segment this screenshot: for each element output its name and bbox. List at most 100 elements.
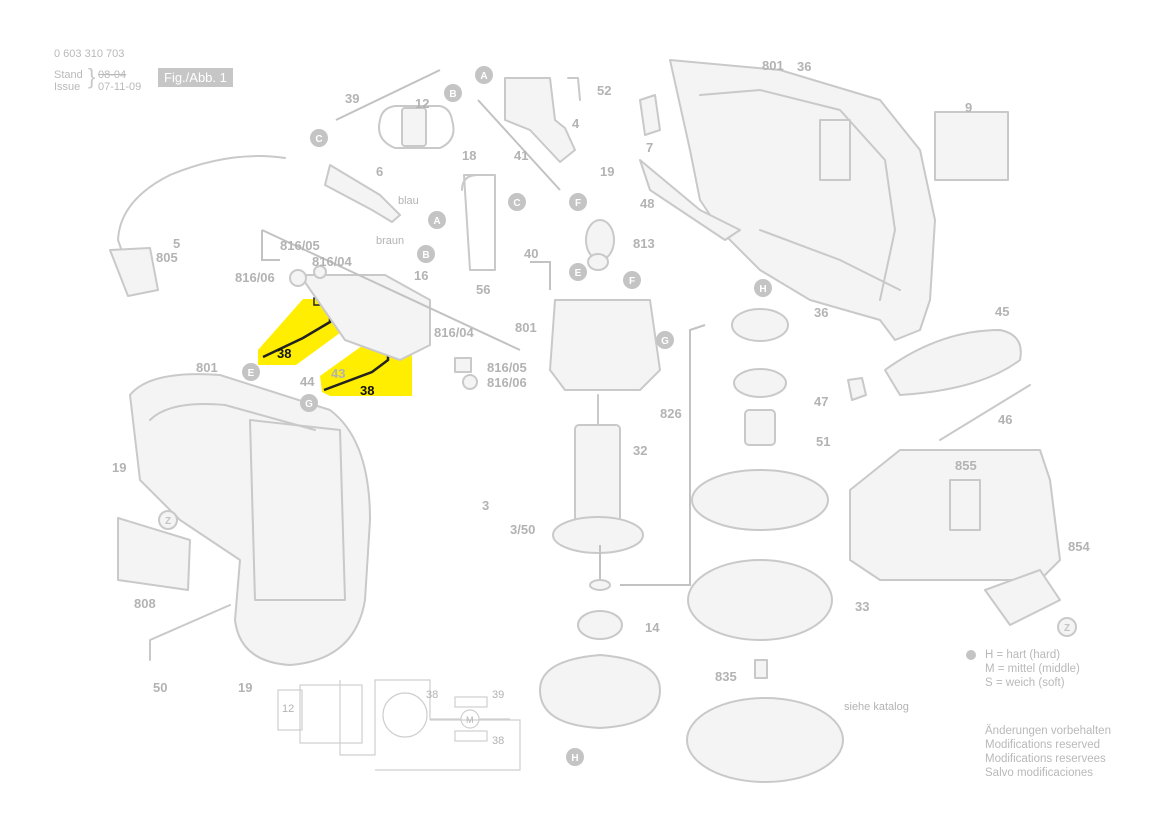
callout-9: 9	[965, 100, 972, 115]
callout-51: 51	[816, 434, 830, 449]
housing-801-right	[669, 59, 936, 341]
schematic-resistor-38b	[454, 730, 488, 742]
callout-33: 33	[855, 599, 869, 614]
callout-816-04b: 816/04	[434, 325, 475, 340]
wire-label-braun: braun	[376, 235, 404, 247]
callout-41: 41	[514, 148, 528, 163]
armature-3	[574, 424, 621, 526]
callout-816-05b: 816/05	[487, 360, 527, 375]
housing-801-left-panel	[249, 419, 346, 601]
part-number: 0 603 310 703	[54, 48, 125, 60]
callout-16: 16	[414, 268, 428, 283]
callout-47: 47	[814, 394, 828, 409]
marker-G-2: G	[300, 394, 318, 412]
callout-52: 52	[597, 83, 611, 98]
marker-Z-2: Z	[1057, 617, 1077, 637]
svg-text:F: F	[575, 198, 581, 209]
plug-805	[109, 247, 159, 297]
svg-text:B: B	[422, 250, 429, 261]
svg-text:C: C	[315, 134, 322, 145]
svg-text:A: A	[480, 71, 487, 82]
callout-816-06b: 816/06	[487, 375, 527, 390]
dust-adapter-Z	[984, 569, 1061, 626]
wire-label-blau: blau	[398, 195, 419, 207]
stand-date: 08-04	[98, 69, 127, 81]
eccentric-826	[744, 409, 776, 446]
washer	[589, 579, 611, 591]
callout-816-04a: 816/04	[312, 254, 353, 269]
callout-siehe-katalog: siehe katalog	[844, 701, 909, 713]
svg-text:A: A	[433, 216, 440, 227]
callout-805: 805	[156, 250, 178, 265]
seal-51	[691, 469, 829, 531]
label-9	[934, 111, 1009, 181]
svg-text:E: E	[575, 268, 582, 279]
callout-36-mid: 36	[814, 305, 828, 320]
part-816-06b	[462, 374, 478, 390]
svg-text:G: G	[305, 399, 313, 410]
callout-801-top: 801	[762, 58, 784, 73]
switch-16	[299, 274, 431, 361]
marker-C-1: C	[310, 129, 328, 147]
callout-48: 48	[640, 196, 654, 211]
marker-Z-1: Z	[158, 510, 178, 530]
schematic-cap	[382, 692, 428, 738]
figure-badge: Fig./Abb. 1	[158, 68, 233, 87]
marker-E-1: E	[569, 263, 587, 281]
schematic-label-39: 39	[492, 689, 504, 701]
footer-note-fr: Modifications reservees	[985, 753, 1106, 765]
legend-bullet-icon	[966, 650, 976, 660]
callout-32: 32	[633, 443, 647, 458]
handle-45	[884, 329, 1022, 396]
callout-12: 12	[415, 96, 429, 111]
armature-fan-3-50	[552, 516, 644, 554]
housing-801-right-rib	[759, 229, 901, 291]
housing-801-right-slot	[819, 119, 851, 181]
filter-855	[949, 479, 981, 531]
callout-808: 808	[134, 596, 156, 611]
issue-date: 07-11-09	[98, 81, 142, 93]
fan-H	[539, 654, 661, 729]
callout-4: 4	[572, 116, 580, 131]
screw-835	[754, 659, 768, 679]
callout-835: 835	[715, 669, 737, 684]
part-7	[639, 94, 661, 136]
legend-soft: S = weich (soft)	[985, 677, 1065, 689]
marker-H-2: H	[566, 748, 584, 766]
callout-7: 7	[646, 140, 653, 155]
callout-826: 826	[660, 406, 682, 421]
marker-F-1: F	[569, 193, 587, 211]
svg-text:G: G	[661, 336, 669, 347]
footer-note-de: Änderungen vorbehalten	[985, 725, 1111, 737]
brake-ring-826	[733, 368, 787, 398]
clip-52	[567, 77, 581, 101]
cover-56-top	[461, 174, 479, 191]
callout-56: 56	[476, 282, 490, 297]
legend-hard: H = hart (hard)	[985, 649, 1061, 661]
issue-label: Issue	[54, 81, 81, 93]
callout-801-mid: 801	[515, 320, 537, 335]
callout-3-50: 3/50	[510, 522, 535, 537]
svg-text:H: H	[571, 753, 578, 764]
footer-note-en: Modifications reserved	[985, 739, 1101, 751]
callout-6: 6	[376, 164, 383, 179]
bracket-816	[261, 230, 280, 261]
sanding-sheet	[686, 697, 844, 783]
callout-3: 3	[482, 498, 489, 513]
housing-801-right-inner	[699, 89, 896, 301]
callout-855: 855	[955, 458, 977, 473]
callout-39: 39	[345, 91, 359, 106]
marker-C-2: C	[508, 193, 526, 211]
stand-label: Stand	[54, 69, 83, 81]
switch-4	[504, 77, 576, 163]
schematic-wire-a	[339, 679, 431, 756]
svg-text:F: F	[629, 276, 635, 287]
cover-56	[463, 174, 496, 271]
part-48	[639, 159, 741, 241]
callout-19-left: 19	[112, 460, 126, 475]
callout-816-05a: 816/05	[280, 238, 320, 253]
highlight-label-38b: 38	[360, 383, 374, 398]
schematic-label-38a: 38	[426, 689, 438, 701]
